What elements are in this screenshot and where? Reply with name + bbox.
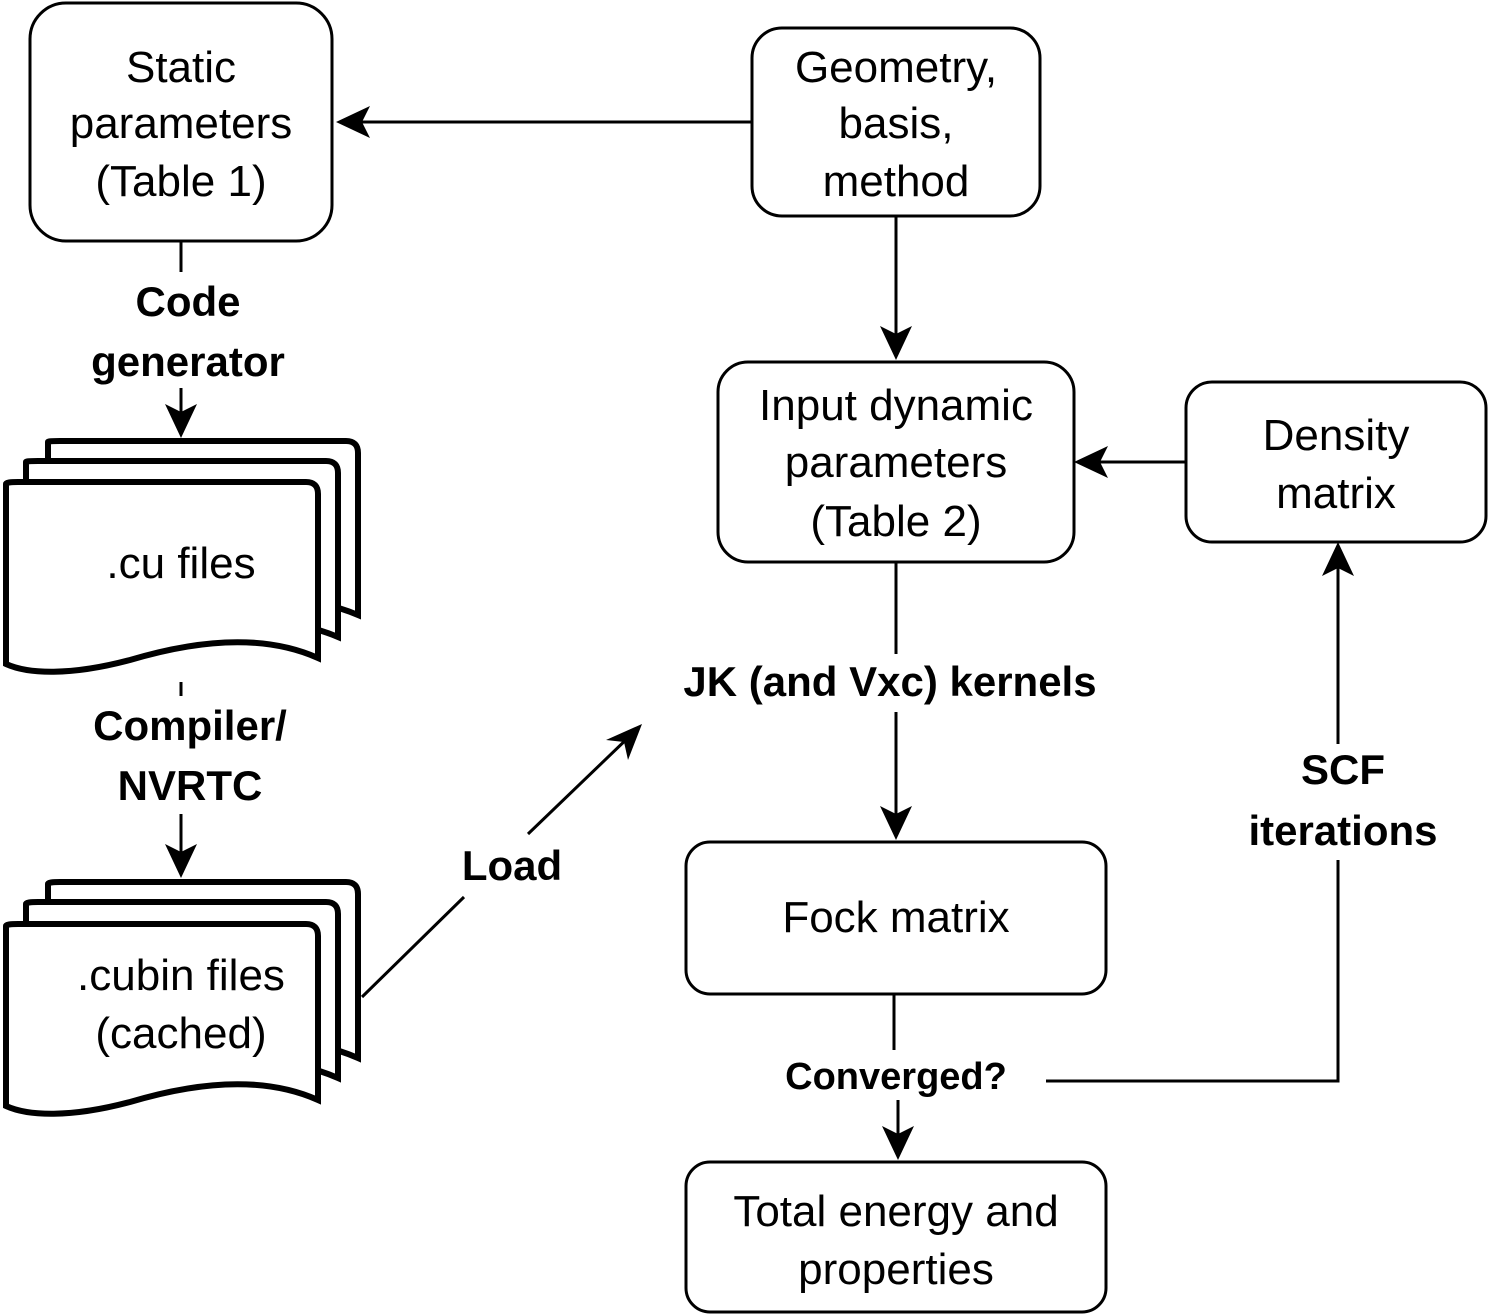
code-generator-label-line-2: generator: [91, 338, 285, 385]
fock-matrix-node: Fock matrix: [684, 840, 1108, 996]
input-dynamic-parameters-node: Input dynamic parameters (Table 2): [716, 360, 1076, 564]
cubin-files-sheet-front: [2, 921, 321, 1117]
load-label: Load: [462, 842, 562, 889]
edge-density-to-input: [1074, 446, 1186, 478]
scf-iterations-label-line-2: iterations: [1248, 807, 1437, 854]
edge-converged-to-density: [1046, 542, 1354, 1083]
converged-label: Converged?: [785, 1056, 1007, 1098]
geometry-line-1: Geometry,: [795, 43, 997, 92]
input-dynamic-line-2: parameters: [785, 438, 1008, 487]
input-dynamic-line-1: Input dynamic: [759, 381, 1033, 430]
edge-input-to-fock: [880, 562, 912, 840]
scf-iterations-label-line-1: SCF: [1301, 746, 1385, 793]
static-parameters-line-2: parameters: [70, 99, 293, 148]
fock-matrix-label: Fock matrix: [782, 893, 1009, 942]
cubin-files-node: .cubin files (cached): [2, 879, 361, 1117]
density-line-1: Density: [1263, 411, 1410, 460]
compiler-label-line-1: Compiler/: [93, 702, 287, 749]
edge-fock-to-total: [882, 994, 914, 1160]
geometry-line-2: basis,: [839, 99, 954, 148]
edge-cubin-to-kernels: [360, 724, 642, 999]
total-energy-line-1: Total energy and: [733, 1187, 1058, 1236]
cu-files-sheet-front: [3, 479, 321, 675]
edge-static-to-cu: [165, 242, 197, 438]
edge-geometry-to-static: [336, 106, 752, 138]
code-generator-label-line-1: Code: [136, 278, 241, 325]
cu-files-node: .cu files: [3, 438, 361, 675]
jk-kernels-label: JK (and Vxc) kernels: [683, 658, 1096, 705]
input-dynamic-line-3: (Table 2): [810, 497, 981, 546]
geometry-node: Geometry, basis, method: [750, 26, 1042, 218]
geometry-line-3: method: [823, 157, 970, 206]
cubin-files-line-1: .cubin files: [77, 951, 285, 1000]
cu-files-label: .cu files: [106, 539, 255, 588]
total-energy-node: Total energy and properties: [684, 1160, 1108, 1314]
edge-geometry-to-input: [880, 216, 912, 360]
total-energy-line-2: properties: [798, 1245, 994, 1294]
static-parameters-line-1: Static: [126, 43, 236, 92]
cubin-files-line-2: (cached): [95, 1009, 266, 1058]
density-line-2: matrix: [1276, 469, 1396, 518]
edge-cu-to-cubin: [165, 682, 197, 878]
density-matrix-node: Density matrix: [1184, 380, 1488, 544]
static-parameters-line-3: (Table 1): [95, 157, 266, 206]
compiler-label-line-2: NVRTC: [118, 762, 263, 809]
static-parameters-node: Static parameters (Table 1): [28, 1, 334, 243]
